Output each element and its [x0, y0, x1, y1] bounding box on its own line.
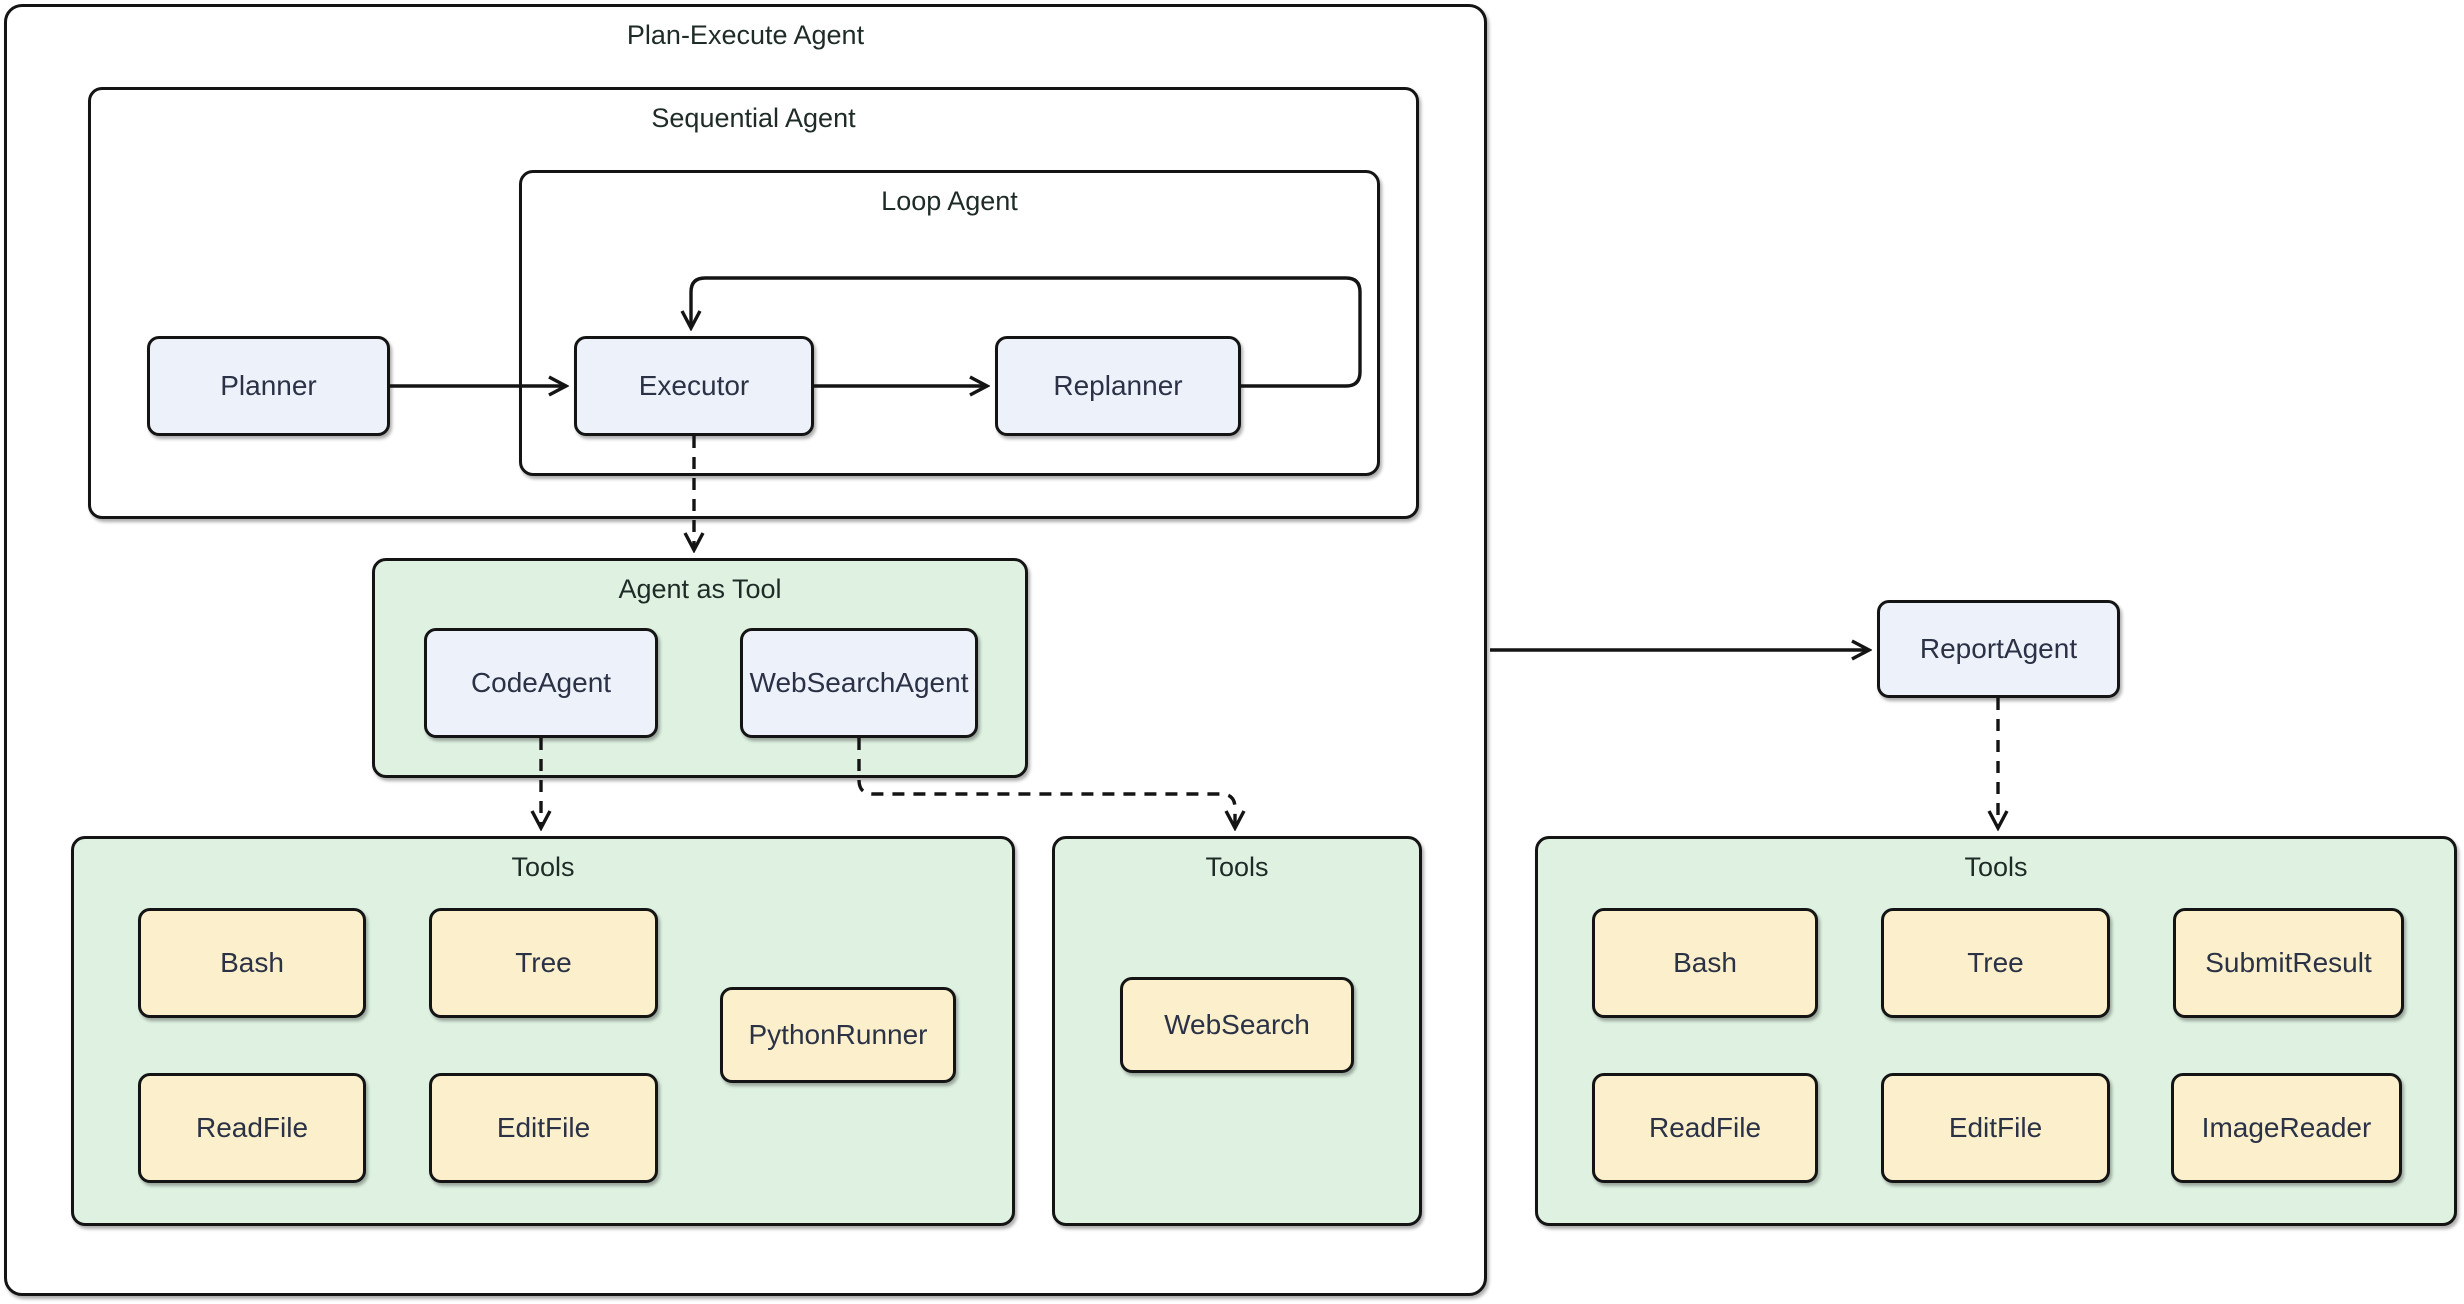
- replanner-node: Replanner: [995, 336, 1241, 436]
- replanner-label: Replanner: [1053, 370, 1183, 401]
- report-tools-title: Tools: [1964, 852, 2028, 882]
- tool-bash-label: Bash: [220, 947, 284, 978]
- tool-python-runner-label: PythonRunner: [748, 1019, 928, 1050]
- tool-edit-file-report-node: EditFile: [1881, 1073, 2110, 1183]
- web-search-agent-label: WebSearchAgent: [749, 667, 969, 698]
- tool-web-search-label: WebSearch: [1164, 1009, 1310, 1040]
- tool-submit-result-label: SubmitResult: [2205, 947, 2372, 978]
- tool-edit-file-label: EditFile: [496, 1112, 591, 1143]
- agent-as-tool-title: Agent as Tool: [618, 574, 782, 604]
- tool-bash-report-node: Bash: [1592, 908, 1818, 1018]
- tool-tree-report-label: Tree: [1967, 947, 2024, 978]
- tool-web-search-node: WebSearch: [1120, 977, 1354, 1073]
- tool-read-file-node: ReadFile: [138, 1073, 366, 1183]
- tool-submit-result-node: SubmitResult: [2173, 908, 2404, 1018]
- tool-edit-file-report-label: EditFile: [1948, 1112, 2043, 1143]
- planner-node: Planner: [147, 336, 390, 436]
- tool-read-file-report-label: ReadFile: [1648, 1112, 1762, 1143]
- executor-label: Executor: [638, 370, 750, 401]
- tool-edit-file-node: EditFile: [429, 1073, 658, 1183]
- web-tools-title: Tools: [1205, 852, 1269, 882]
- tool-tree-label: Tree: [515, 947, 572, 978]
- report-agent-node: ReportAgent: [1877, 600, 2120, 698]
- loop-agent-title: Loop Agent: [881, 186, 1018, 216]
- tool-bash-node: Bash: [138, 908, 366, 1018]
- planner-label: Planner: [220, 370, 317, 401]
- web-search-agent-node: WebSearchAgent: [740, 628, 978, 738]
- code-agent-label: CodeAgent: [470, 667, 612, 698]
- code-agent-node: CodeAgent: [424, 628, 658, 738]
- tool-python-runner-node: PythonRunner: [720, 987, 956, 1083]
- tool-bash-report-label: Bash: [1673, 947, 1737, 978]
- tool-read-file-report-node: ReadFile: [1592, 1073, 1818, 1183]
- tool-image-reader-node: ImageReader: [2171, 1073, 2402, 1183]
- tool-tree-report-node: Tree: [1881, 908, 2110, 1018]
- sequential-agent-title: Sequential Agent: [651, 103, 856, 133]
- tool-read-file-label: ReadFile: [195, 1112, 309, 1143]
- tool-tree-node: Tree: [429, 908, 658, 1018]
- tool-image-reader-label: ImageReader: [2201, 1112, 2372, 1143]
- code-tools-title: Tools: [511, 852, 575, 882]
- plan-execute-agent-title: Plan-Execute Agent: [626, 20, 865, 50]
- executor-node: Executor: [574, 336, 814, 436]
- report-agent-label: ReportAgent: [1919, 633, 2078, 664]
